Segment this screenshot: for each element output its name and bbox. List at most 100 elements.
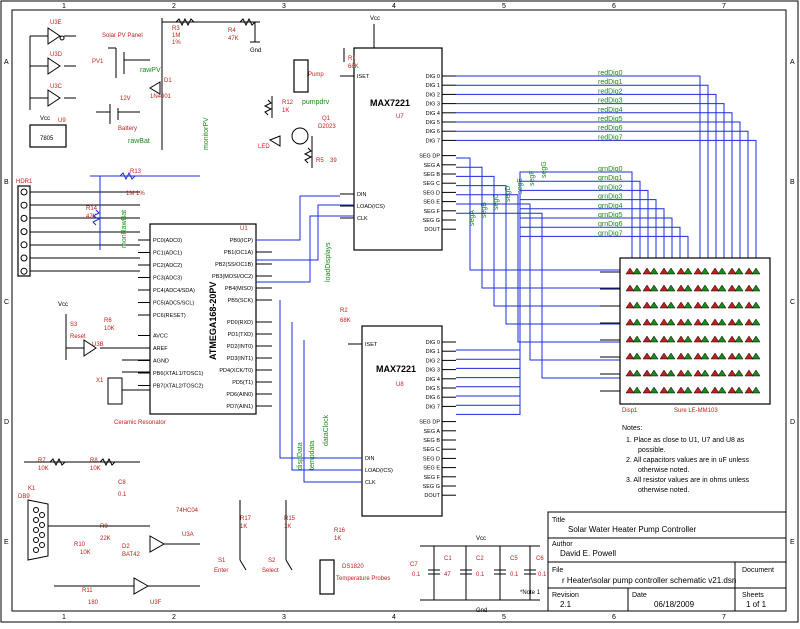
u3e-ref: U3E <box>50 20 62 26</box>
grid-col-top: 7 <box>722 3 726 10</box>
r8-value: 10K <box>90 466 101 472</box>
led-red <box>744 386 754 394</box>
max-right-pin-label: DIG 1 <box>426 83 440 89</box>
led-green <box>683 386 693 394</box>
net-segment: segD <box>505 186 512 202</box>
max-right-pin-label: SEG A <box>423 429 440 435</box>
net-red-digit: redDig4 <box>598 107 623 114</box>
max-right-pin-label: SEG B <box>423 438 440 444</box>
led-green <box>751 369 761 377</box>
led-red <box>710 301 720 309</box>
note-line: possible. <box>638 447 666 454</box>
led-green <box>751 318 761 326</box>
led-matrix-disp1 <box>619 257 771 405</box>
u1-right-pin-label: PB4(MISO) <box>225 286 253 292</box>
r8-ref: R8 <box>90 458 98 464</box>
gnd-r4: Gnd <box>250 48 261 54</box>
ds1820-connector <box>319 559 335 595</box>
led-red <box>676 284 686 292</box>
grid-col-bottom: 5 <box>502 614 506 621</box>
u1-right-pin-label: PB5(SCK) <box>228 298 254 304</box>
u3f-ref: U3F <box>150 600 162 606</box>
r3-ref: R3 <box>172 26 180 32</box>
led-red <box>693 284 703 292</box>
red-digit-wire <box>456 130 749 258</box>
net-red-digit: redDig5 <box>598 116 623 123</box>
red-digit-wire <box>456 84 709 258</box>
db9-ref: DB9 <box>18 494 30 500</box>
led-green <box>734 335 744 343</box>
grid-row-right: A <box>790 59 795 66</box>
led-green <box>700 301 710 309</box>
grid-row-right: B <box>790 179 795 186</box>
s3-label: Reset <box>70 334 86 340</box>
grid-col-bottom: 4 <box>392 614 396 621</box>
segment-wire <box>456 175 620 307</box>
note-line: 2. All capacitors values are in uF unles… <box>626 457 749 464</box>
net-green-digit: grnDig6 <box>598 221 623 228</box>
led-green <box>632 335 642 343</box>
inverter-u3e: U3E <box>47 20 65 45</box>
grid-col-top: 2 <box>172 3 176 10</box>
header-pin <box>20 201 28 209</box>
disp1-name: Sure LE-MM103 <box>674 408 718 414</box>
led-red <box>642 335 652 343</box>
max-right-pin-label: DIG 1 <box>426 349 440 355</box>
max-left-pin-label: ISET <box>365 342 378 348</box>
u1-left-pin-label: PC6(RESET) <box>153 313 186 319</box>
max-right-pin-label: SEG B <box>423 172 440 178</box>
u9-vcc: Vcc <box>40 116 50 122</box>
net-segment: segE <box>517 178 524 194</box>
led-red <box>727 369 737 377</box>
pump-label: Pump <box>308 72 324 78</box>
led-green <box>632 284 642 292</box>
led-green <box>666 318 676 326</box>
segment-wire <box>456 203 620 361</box>
note-line: 3. All resistor values are in ohms unles… <box>626 477 749 484</box>
r17-ref: R17 <box>240 516 252 522</box>
u1-right-pin-label: PD6(AIN0) <box>226 392 253 398</box>
red-digit-wire <box>456 103 725 258</box>
led-green <box>717 386 727 394</box>
file-label: File <box>552 567 563 574</box>
led-green <box>649 318 659 326</box>
chip-u8-max7221 <box>361 325 443 517</box>
u1-left-pin-label: PC5(ADC5/SCL) <box>153 301 194 307</box>
header-hdr1 <box>17 185 31 277</box>
led-red <box>744 318 754 326</box>
r15-ref: R15 <box>284 516 296 522</box>
r4-ref: R4 <box>228 28 236 34</box>
segment-wire <box>456 185 620 325</box>
header-pin <box>20 241 28 249</box>
led-red <box>693 318 703 326</box>
led-red <box>676 335 686 343</box>
led-green <box>683 335 693 343</box>
r13-value: 1M 1% <box>126 191 145 197</box>
max-right-pin-label: DIG 5 <box>426 386 440 392</box>
led-red <box>693 267 703 275</box>
u3c-ref: U3C <box>50 84 63 90</box>
caps-gnd: Gnd <box>476 608 487 614</box>
c6-ref: C6 <box>536 556 544 562</box>
segment-wire <box>456 157 620 271</box>
led-green <box>734 386 744 394</box>
net-rawbat: rawBat <box>128 138 150 145</box>
led-red <box>710 386 720 394</box>
max-right-pin-label: DIG 2 <box>426 92 440 98</box>
disp1-ref: Disp1 <box>622 408 638 414</box>
red-digit-wire <box>456 75 701 258</box>
led-green <box>666 369 676 377</box>
led-red <box>659 369 669 377</box>
led-red <box>625 335 635 343</box>
grid-col-bottom: 7 <box>722 614 726 621</box>
led-green <box>683 369 693 377</box>
led-green <box>734 318 744 326</box>
led-red <box>659 318 669 326</box>
led-green <box>734 267 744 275</box>
db9-pin <box>33 547 39 553</box>
net-segment: segB <box>481 202 488 218</box>
title-block: Title Solar Water Heater Pump Controller… <box>547 511 787 612</box>
u1-right-pins: PB0(ICP)PB1(OC1A)PB2(SS/OC1B)PB3(MOSI/OC… <box>212 238 272 410</box>
max-right-pin-label: DIG 7 <box>426 138 440 144</box>
